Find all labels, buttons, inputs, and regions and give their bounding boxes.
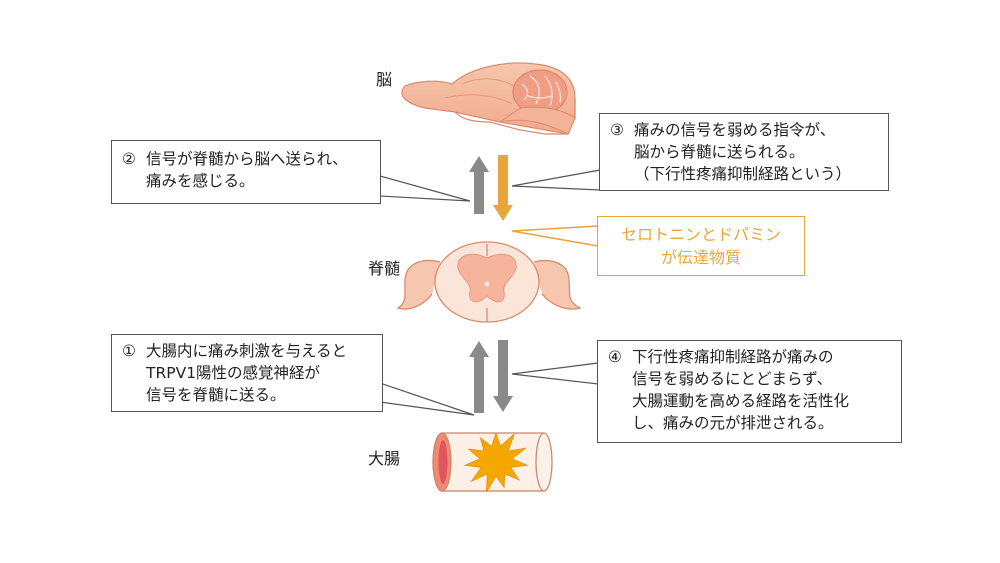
callout-2-line-2: 痛みを感じる。 — [146, 172, 255, 190]
spinal-cord-cross-section — [396, 241, 582, 323]
callout-leaders — [379, 169, 601, 416]
leader-4 — [511, 362, 599, 385]
descending-arrow-from-brain — [493, 155, 513, 221]
neurotransmitter-line-1: セロトニンとドパミン — [620, 225, 781, 244]
callout-3-line-1: 痛みの信号を弱める指令が、 — [634, 121, 836, 139]
callout-4-number: ④ — [608, 348, 622, 366]
neurotransmitter-box: セロトニンとドパミン が伝達物質 — [597, 216, 805, 276]
callout-4-line-4: し、痛みの元が排泄される。 — [632, 414, 834, 432]
ascending-arrow-upper — [469, 156, 489, 214]
callout-1-number: ① — [122, 342, 136, 360]
callout-4-line-1: 下行性疼痛抑制経路が痛みの — [632, 348, 834, 366]
callout-1: ① 大腸内に痛み刺激を与えると TRPV1陽性の感覚神経が 信号を脊髄に送る。 — [111, 334, 383, 412]
callout-1-line-3: 信号を脊髄に送る。 — [146, 386, 286, 404]
callout-4-line-3: 大腸運動を高める経路を活性化 — [632, 392, 850, 410]
callout-1-line-1: 大腸内に痛み刺激を与えると — [146, 342, 348, 360]
descending-arrow-to-colon — [493, 340, 513, 412]
callout-2-line-1: 信号が脊髄から脳へ送られ、 — [146, 150, 348, 168]
callout-4-line-2: 信号を弱めるにとどまらず、 — [632, 370, 833, 388]
spinal-cord-label: 脊髄 — [368, 259, 401, 278]
ascending-arrow-lower — [469, 341, 489, 413]
pain-burst-icon — [463, 432, 529, 493]
brain-illustration — [401, 62, 576, 135]
neurotransmitter-line-2: が伝達物質 — [660, 248, 741, 267]
leader-1 — [379, 382, 475, 416]
callout-3-line-3: （下行性疼痛抑制経路という） — [634, 165, 852, 183]
callout-2: ② 信号が脊髄から脳へ送られ、 痛みを感じる。 — [111, 140, 381, 204]
callout-1-line-2: TRPV1陽性の感覚神経が — [146, 364, 321, 382]
callout-3-line-2: 脳から脊髄に送られる。 — [634, 143, 805, 161]
leader-3 — [511, 169, 601, 191]
leader-2 — [379, 175, 471, 202]
callout-4: ④ 下行性疼痛抑制経路が痛みの 信号を弱めるにとどまらず、 大腸運動を高める経路を… — [597, 340, 902, 443]
callout-2-number: ② — [122, 150, 136, 168]
callout-3-number: ③ — [610, 121, 624, 139]
colon-label: 大腸 — [368, 449, 401, 468]
brain-label: 脳 — [376, 70, 393, 89]
nt-leader — [511, 225, 599, 247]
callout-3: ③ 痛みの信号を弱める指令が、 脳から脊髄に送られる。 （下行性疼痛抑制経路という… — [599, 113, 889, 191]
